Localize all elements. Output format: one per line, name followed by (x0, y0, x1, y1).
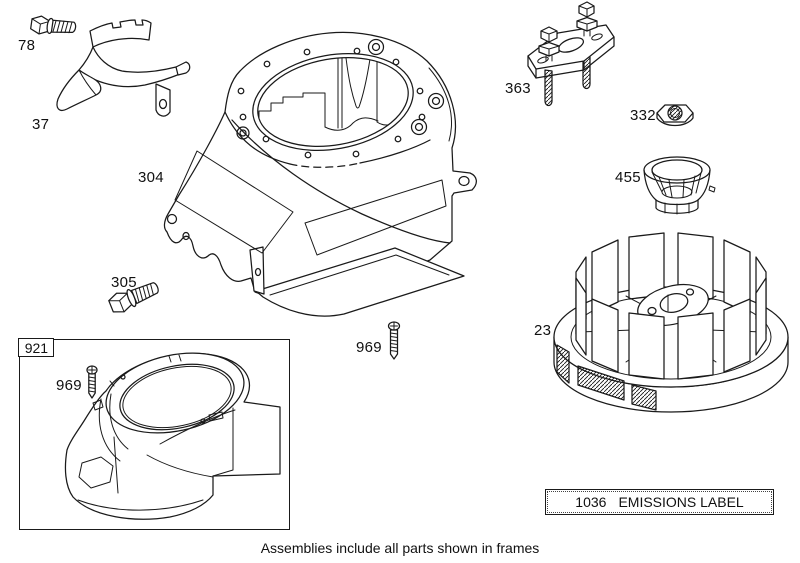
callout-332: 332 (630, 107, 656, 124)
bolt-305-drawing (108, 282, 159, 313)
assembly-frame-921: 921 (18, 338, 290, 530)
cover-921-drawing (64, 352, 281, 520)
emissions-label-frame: 1036 EMISSIONS LABEL (545, 489, 774, 515)
bolt-78-drawing (30, 15, 77, 35)
callout-455: 455 (615, 169, 641, 186)
callout-363: 363 (505, 80, 531, 97)
callout-37: 37 (32, 116, 50, 133)
callout-969-frame: 969 (56, 377, 82, 394)
callout-305: 305 (111, 274, 137, 291)
puller-363-drawing (527, 1, 615, 107)
callout-23: 23 (534, 322, 552, 339)
flywheel-23-drawing (553, 232, 789, 413)
emissions-label-text: EMISSIONS LABEL (618, 494, 744, 510)
screw-969-drawing (387, 321, 401, 360)
callout-78: 78 (18, 37, 36, 54)
callout-969: 969 (356, 339, 382, 356)
emissions-part-number: 1036 (575, 494, 607, 510)
blower-housing-304-drawing (163, 31, 477, 317)
frame-921-label: 921 (18, 338, 55, 358)
diagram-caption: Assemblies include all parts shown in fr… (260, 540, 540, 556)
starter-cup-455-drawing (643, 156, 716, 215)
callout-304: 304 (138, 169, 164, 186)
nut-332-drawing (656, 104, 694, 127)
guard-37-drawing (56, 19, 191, 117)
